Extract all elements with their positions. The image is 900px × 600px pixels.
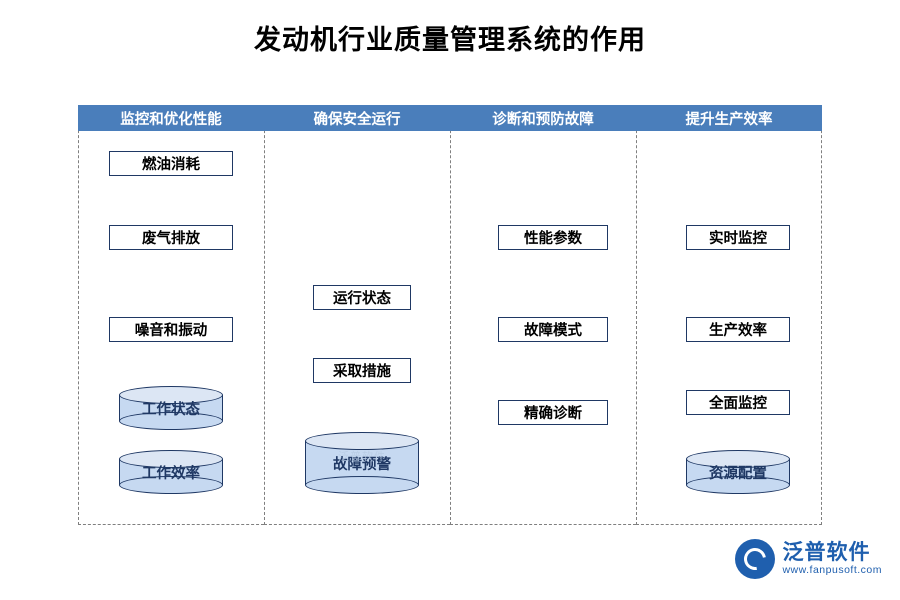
page-title: 发动机行业质量管理系统的作用 — [254, 25, 646, 55]
logo-text: 泛普软件 www.fanpusoft.com — [782, 540, 882, 577]
logo-mark-icon — [735, 539, 776, 579]
cylinder-col1-2[interactable]: 工作效率 — [119, 450, 223, 494]
cylinder-col1-2-label: 工作效率 — [142, 465, 200, 482]
cylinder-top — [119, 386, 223, 404]
cylinder-top — [686, 450, 790, 468]
node-col4-3[interactable]: 全面监控 — [686, 390, 790, 415]
cylinder-bottom — [686, 476, 790, 494]
cylinder-bottom — [305, 476, 419, 494]
column-headers: 监控和优化性能 确保安全运行 诊断和预防故障 提升生产效率 — [78, 105, 822, 131]
column-3 — [450, 105, 636, 525]
column-header-1: 监控和优化性能 — [78, 105, 264, 131]
cylinder-col2-1[interactable]: 泛普软件 故障预警 — [305, 432, 419, 494]
cylinder-col1-1-label: 工作状态 — [142, 401, 200, 418]
node-col3-3[interactable]: 精确诊断 — [498, 400, 608, 425]
node-col3-2[interactable]: 故障模式 — [498, 317, 608, 342]
column-header-3: 诊断和预防故障 — [450, 105, 636, 131]
logo-name-cn: 泛普软件 — [782, 540, 871, 564]
cylinder-top — [305, 432, 419, 450]
node-col2-1[interactable]: 运行状态 — [313, 285, 411, 310]
cylinder-bottom — [119, 412, 223, 430]
node-col2-2[interactable]: 采取措施 — [313, 358, 411, 383]
node-col4-1[interactable]: 实时监控 — [686, 225, 790, 250]
column-header-4: 提升生产效率 — [636, 105, 822, 131]
cylinder-top — [119, 450, 223, 468]
diagram-board: 监控和优化性能 确保安全运行 诊断和预防故障 提升生产效率 燃油消耗 废气排放 … — [78, 105, 822, 525]
node-col1-3[interactable]: 噪音和振动 — [109, 317, 233, 342]
node-col4-2[interactable]: 生产效率 — [686, 317, 790, 342]
logo-name-en: www.fanpusoft.com — [782, 563, 882, 576]
cylinder-col1-1[interactable]: 工作状态 — [119, 386, 223, 430]
cylinder-col4-1-label: 资源配置 — [709, 465, 767, 482]
column-header-2: 确保安全运行 — [264, 105, 450, 131]
cylinder-col4-1[interactable]: 资源配置 — [686, 450, 790, 494]
cylinder-bottom — [119, 476, 223, 494]
node-col3-1[interactable]: 性能参数 — [498, 225, 608, 250]
watermark-text-inner: 泛普软件 — [338, 450, 386, 463]
node-col1-1[interactable]: 燃油消耗 — [109, 151, 233, 176]
cylinder-col2-1-label: 故障预警 — [333, 456, 391, 473]
node-col1-2[interactable]: 废气排放 — [109, 225, 233, 250]
company-logo: 泛普软件 www.fanpusoft.com — [735, 536, 882, 582]
